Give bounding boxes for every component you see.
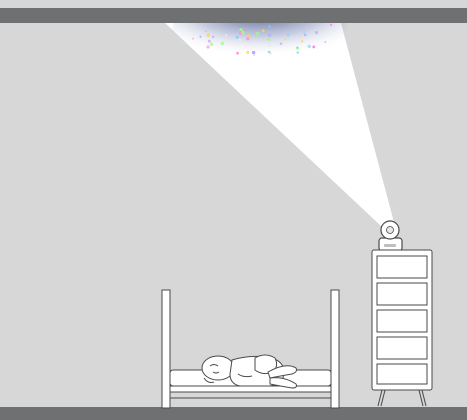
star xyxy=(266,49,268,51)
star xyxy=(269,45,270,46)
star xyxy=(268,51,270,53)
star xyxy=(199,36,201,38)
dresser xyxy=(372,250,432,406)
star xyxy=(218,28,219,29)
star xyxy=(205,30,207,32)
star xyxy=(315,31,318,34)
star xyxy=(246,51,249,54)
star xyxy=(277,43,278,44)
star xyxy=(307,45,311,49)
star xyxy=(297,51,299,53)
star xyxy=(280,43,282,45)
star xyxy=(192,38,194,40)
star xyxy=(296,47,298,49)
star xyxy=(262,29,265,32)
star xyxy=(324,41,326,43)
star xyxy=(225,34,227,36)
star xyxy=(312,45,315,48)
star xyxy=(236,52,239,55)
star xyxy=(268,25,271,28)
star xyxy=(252,51,255,54)
star xyxy=(244,29,246,31)
star xyxy=(221,42,225,46)
star xyxy=(241,31,245,35)
star xyxy=(287,34,289,36)
star xyxy=(236,36,239,39)
star xyxy=(206,45,209,48)
star xyxy=(303,31,305,33)
star xyxy=(330,24,332,26)
star xyxy=(239,39,241,41)
star xyxy=(212,36,214,38)
ceiling xyxy=(0,8,467,23)
star xyxy=(284,38,286,40)
star xyxy=(267,38,270,41)
star xyxy=(210,43,213,46)
star xyxy=(268,33,272,37)
star xyxy=(256,32,260,36)
star xyxy=(246,37,249,40)
star xyxy=(208,40,211,43)
star xyxy=(304,34,306,36)
star xyxy=(254,55,255,56)
star xyxy=(247,34,251,38)
floor xyxy=(0,407,467,420)
star xyxy=(207,34,211,38)
star xyxy=(301,40,303,42)
